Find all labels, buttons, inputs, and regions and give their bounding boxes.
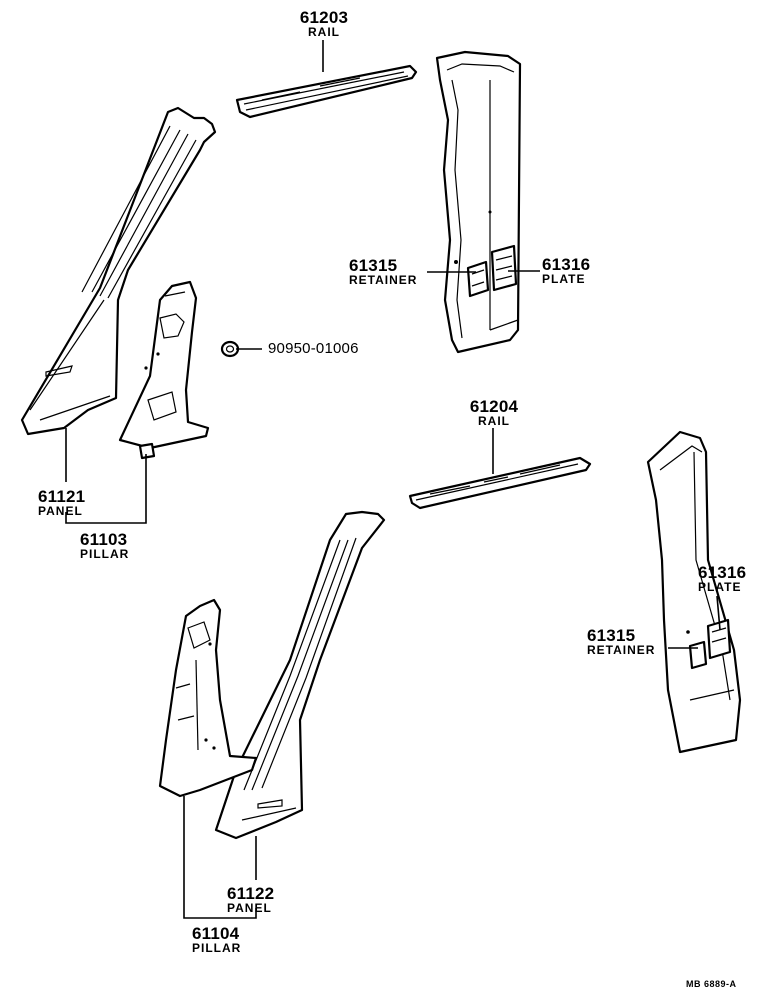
pillar-61104-part <box>158 598 258 798</box>
upper-quarter-trim-part <box>435 50 522 354</box>
callout-61104: 61104 PILLAR <box>192 925 241 954</box>
lower-quarter-trim-part <box>646 430 742 754</box>
callout-61121: 61121 PANEL <box>38 488 85 517</box>
callout-number: 61104 <box>192 924 240 943</box>
callout-number: 61315 <box>587 626 636 645</box>
callout-61316-lower: 61316 PLATE <box>698 564 746 593</box>
rail-61204-part <box>408 456 592 510</box>
callout-number: 61103 <box>80 530 128 549</box>
leader-lines <box>65 40 721 919</box>
callout-61103: 61103 PILLAR <box>80 531 129 560</box>
rail-61203-part <box>235 64 418 119</box>
nut-part <box>220 340 240 358</box>
callout-number: 61316 <box>542 255 591 274</box>
callout-61122: 61122 PANEL <box>227 885 274 914</box>
plate-lower-part <box>706 618 732 660</box>
callout-number: 61121 <box>38 487 86 506</box>
callout-name: RETAINER <box>349 273 418 287</box>
callout-61203: 61203 RAIL <box>288 9 360 38</box>
pillar-61103-part <box>118 280 210 460</box>
callout-name: RAIL <box>308 25 340 39</box>
callout-number: 90950-01006 <box>268 340 359 357</box>
callout-number: 61315 <box>349 256 398 275</box>
callout-name: RAIL <box>478 414 510 428</box>
callout-number: 61122 <box>227 884 275 903</box>
panel-61122-part <box>214 510 386 840</box>
callout-name: PLATE <box>542 272 586 286</box>
retainer-lower-part <box>688 640 708 670</box>
retainer-upper-part <box>466 260 490 298</box>
callout-name: RETAINER <box>587 643 656 657</box>
callout-61316-upper: 61316 PLATE <box>542 256 590 285</box>
callout-name: PILLAR <box>80 547 130 561</box>
callout-number: 61204 <box>469 397 519 416</box>
callout-name: PLATE <box>698 580 742 594</box>
callout-90950-01006: 90950-01006 <box>268 341 359 356</box>
callout-61315-upper: 61315 RETAINER <box>349 257 417 286</box>
panel-61121-part <box>20 106 217 436</box>
callout-name: PANEL <box>38 504 83 518</box>
callout-number: 61203 <box>299 8 349 27</box>
callout-name: PANEL <box>227 901 272 915</box>
callout-61315-lower: 61315 RETAINER <box>587 627 655 656</box>
callout-61204: 61204 RAIL <box>458 398 530 427</box>
reference-code: MB 6889-A <box>686 979 737 989</box>
callout-name: PILLAR <box>192 941 242 955</box>
callout-number: 61316 <box>698 563 747 582</box>
